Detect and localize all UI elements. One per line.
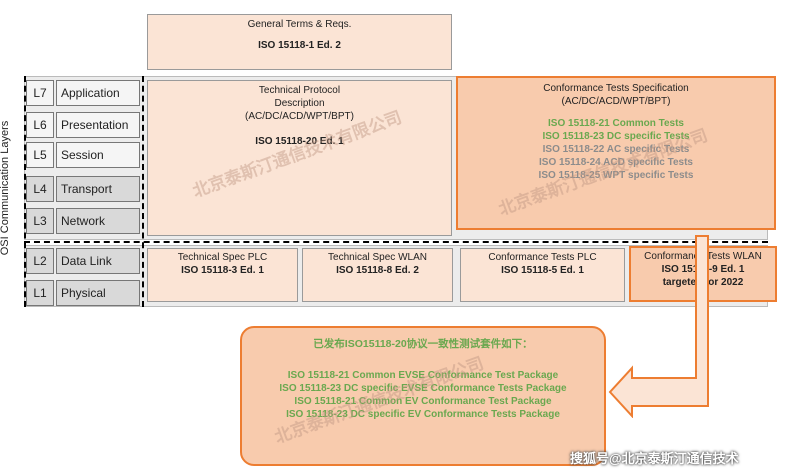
conformance-item: ISO 15118-23 DC specific Tests — [542, 131, 690, 142]
layer-name-network: Network — [56, 208, 140, 234]
layer-name-session: Session — [56, 142, 140, 168]
conformance-item: ISO 15118-24 ACD specific Tests — [539, 157, 693, 168]
layer-name-presentation: Presentation — [56, 112, 140, 138]
footer-credit: 搜狐号@北京泰斯汀通信技术 — [570, 451, 739, 466]
tech-spec-plc-box: Technical Spec PLC ISO 15118-3 Ed. 1 — [147, 248, 298, 302]
layer-name-transport: Transport — [56, 176, 140, 202]
protocol-standard: ISO 15118-20 Ed. 1 — [255, 136, 344, 147]
general-terms-standard: ISO 15118-1 Ed. 2 — [258, 40, 341, 51]
conformance-spec-box: Conformance Tests Specification (AC/DC/A… — [456, 76, 776, 230]
protocol-title-line2: Description — [274, 98, 325, 109]
layer-id-l1: L1 — [26, 280, 54, 306]
callout-item: ISO 15118-23 DC specific EV Conformance … — [286, 409, 560, 420]
conformance-plc-box: Conformance Tests PLC ISO 15118-5 Ed. 1 — [460, 248, 625, 302]
box-title: Conformance Tests PLC — [488, 252, 597, 263]
conformance-item: ISO 15118-22 AC specific Tests — [542, 144, 690, 155]
layer-name-physical: Physical — [56, 280, 140, 306]
dashed-separator-mid — [24, 241, 768, 243]
callout-item: ISO 15118-21 Common EV Conformance Test … — [294, 396, 552, 407]
box-standard: ISO 15118-8 Ed. 2 — [336, 265, 419, 276]
conformance-item: ISO 15118-21 Common Tests — [548, 118, 684, 129]
conformance-title: Conformance Tests Specification — [543, 83, 689, 94]
layer-name-data-link: Data Link — [56, 248, 140, 274]
general-terms-title: General Terms & Reqs. — [247, 19, 352, 30]
general-terms-box: General Terms & Reqs. ISO 15118-1 Ed. 2 — [147, 14, 452, 70]
conformance-item: ISO 15118-25 WPT specific Tests — [538, 170, 694, 181]
layer-id-l5: L5 — [26, 142, 54, 168]
layer-id-l3: L3 — [26, 208, 54, 234]
layer-id-l6: L6 — [26, 112, 54, 138]
box-title: Technical Spec PLC — [177, 252, 268, 263]
layer-id-l2: L2 — [26, 248, 54, 274]
layer-id-l7: L7 — [26, 80, 54, 106]
technical-protocol-box: Technical Protocol Description (AC/DC/AC… — [147, 80, 452, 236]
conformance-subtitle: (AC/DC/ACD/WPT/BPT) — [561, 96, 671, 107]
dashed-separator-right — [142, 76, 144, 307]
protocol-subtitle: (AC/DC/ACD/WPT/BPT) — [245, 111, 354, 122]
protocol-title-line1: Technical Protocol — [258, 85, 341, 96]
box-standard: ISO 15118-5 Ed. 1 — [501, 265, 584, 276]
osi-axis-label: OSI Communication Layers — [0, 120, 11, 256]
tech-spec-wlan-box: Technical Spec WLAN ISO 15118-8 Ed. 2 — [302, 248, 453, 302]
callout-box: 已发布ISO15118-20协议一致性测试套件如下： ISO 15118-21 … — [240, 326, 606, 466]
dashed-separator-left — [24, 76, 26, 307]
callout-item: ISO 15118-23 DC specific EVSE Conformanc… — [279, 383, 567, 394]
layer-id-l4: L4 — [26, 176, 54, 202]
callout-item: ISO 15118-21 Common EVSE Conformance Tes… — [287, 370, 559, 381]
box-standard: ISO 15118-3 Ed. 1 — [181, 265, 264, 276]
callout-arrow — [608, 235, 709, 418]
callout-title: 已发布ISO15118-20协议一致性测试套件如下： — [313, 338, 533, 350]
layer-name-application: Application — [56, 80, 140, 106]
box-title: Technical Spec WLAN — [328, 252, 427, 263]
